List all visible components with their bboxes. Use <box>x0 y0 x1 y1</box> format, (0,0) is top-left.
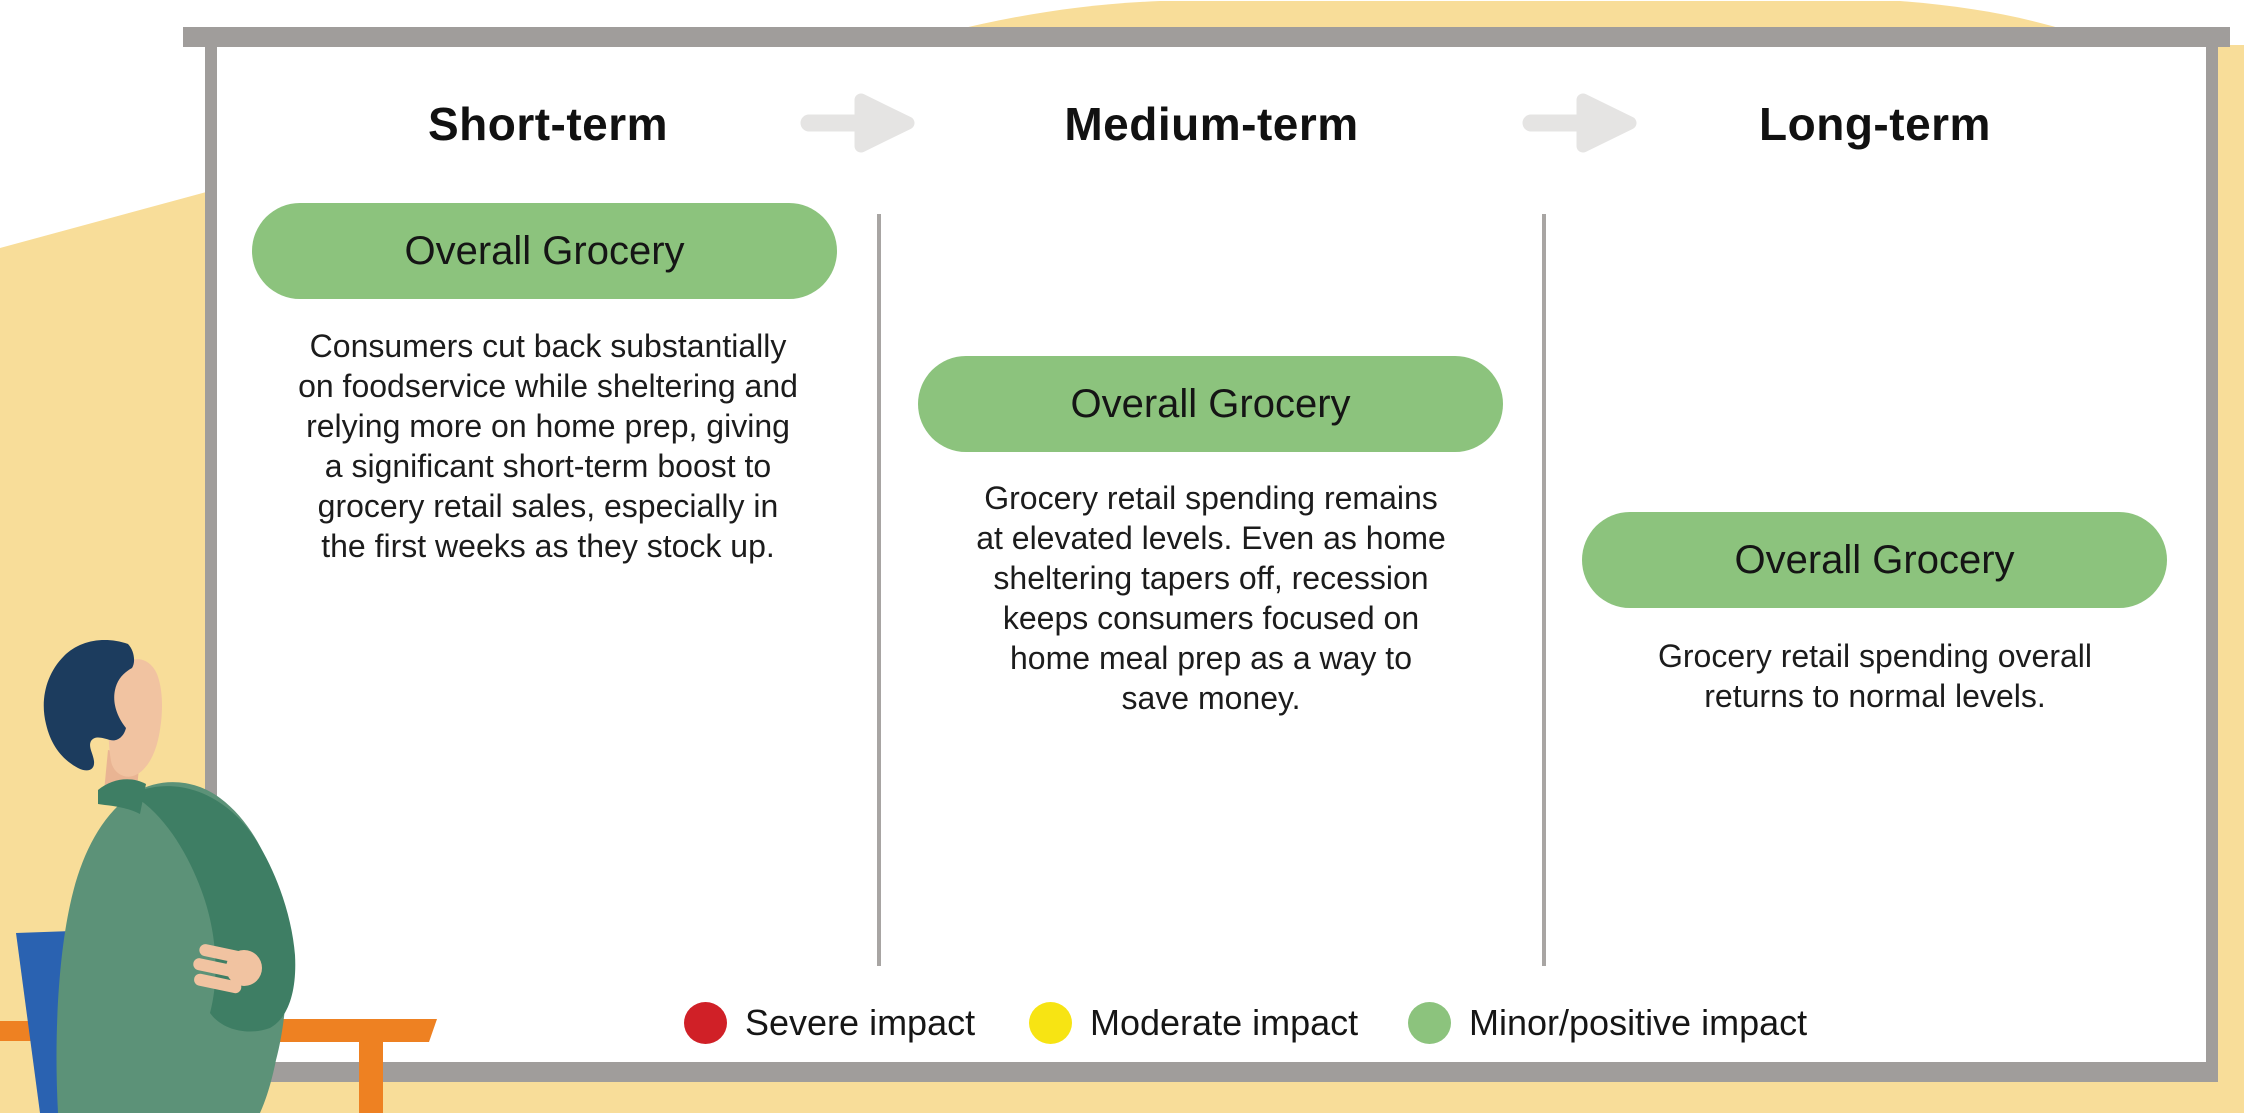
legend-label: Minor/positive impact <box>1469 1002 1808 1043</box>
legend-item-minor: Minor/positive impact <box>1408 1000 1807 1046</box>
legend-item-moderate: Moderate impact <box>1029 1000 1358 1046</box>
category-pill-medium-term: Overall Grocery <box>918 356 1503 452</box>
finger <box>199 944 249 965</box>
arrow-head <box>854 93 915 153</box>
background-blob-top <box>948 1 2072 33</box>
arrow-right-icon <box>800 93 915 153</box>
description-medium-term: Grocery retail spending remains at eleva… <box>976 480 1446 716</box>
person-collar <box>98 779 146 814</box>
column-divider-1 <box>877 214 881 966</box>
person-hair <box>43 640 135 771</box>
finger <box>193 958 247 979</box>
description-long-term: Grocery retail spending overall returns … <box>1658 638 2092 714</box>
category-pill-long-term: Overall Grocery <box>1582 512 2167 608</box>
column-header-medium-term: Medium-term <box>1064 98 1359 150</box>
background-strip-bottom <box>205 1078 2244 1113</box>
legend-label: Moderate impact <box>1090 1002 1359 1043</box>
severe-impact-dot-icon <box>684 1002 727 1044</box>
table-left-stub <box>0 1021 36 1041</box>
board-frame-right <box>2206 47 2218 1082</box>
person-illustration <box>0 640 437 1113</box>
board-frame-bottom <box>205 1062 2218 1082</box>
person-face <box>108 659 162 777</box>
background-strip-right <box>2216 45 2244 1113</box>
description-short-term: Consumers cut back substantially on food… <box>298 328 798 564</box>
arrow-right-icon <box>1522 93 1637 153</box>
category-pill-short-term: Overall Grocery <box>252 203 837 299</box>
finger <box>194 973 242 994</box>
board-frame-top <box>183 27 2230 47</box>
legend-label: Severe impact <box>745 1002 976 1043</box>
column-header-long-term: Long-term <box>1759 98 1991 150</box>
column-divider-2 <box>1542 214 1546 966</box>
table-leg <box>359 1042 383 1113</box>
legend-item-severe: Severe impact <box>684 1000 975 1046</box>
column-header-short-term: Short-term <box>427 98 669 150</box>
minor-positive-impact-dot-icon <box>1408 1002 1451 1044</box>
table-top <box>238 1019 437 1042</box>
arrow-head <box>1576 93 1637 153</box>
person-fingers <box>193 944 249 994</box>
moderate-impact-dot-icon <box>1029 1002 1072 1044</box>
